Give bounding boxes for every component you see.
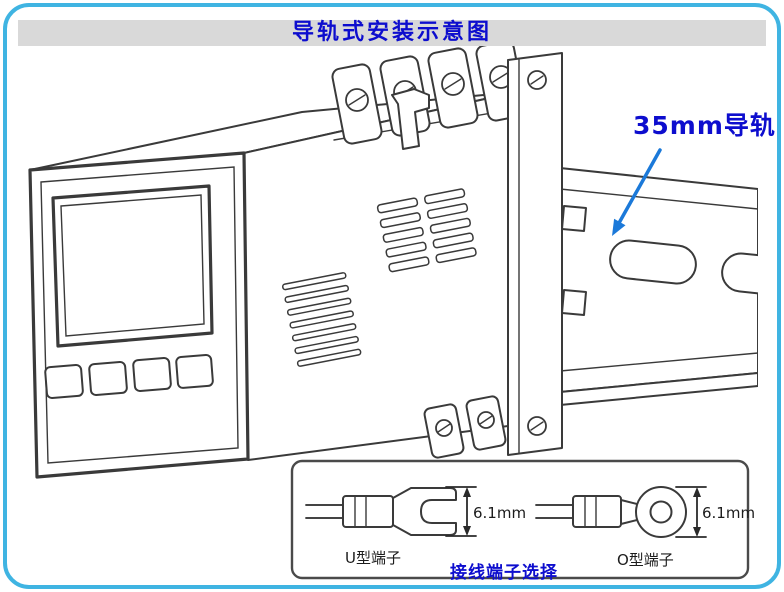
terminal-selection-box [290, 459, 750, 580]
u-terminal-dimension: 6.1mm [473, 504, 527, 522]
terminal-caption: 接线端子选择 [450, 563, 558, 583]
din-release-clip [391, 88, 430, 150]
device-button-2 [88, 361, 128, 396]
o-dimension-arrow [675, 486, 707, 538]
rear-plate [507, 52, 563, 456]
din-rail [559, 167, 758, 406]
bottom-terminals [423, 395, 507, 459]
vent-grid [376, 188, 477, 273]
rail-pointer-arrow [612, 148, 662, 236]
vent-louvers [281, 272, 362, 367]
o-terminal-dimension: 6.1mm [702, 504, 756, 522]
rail-slot-1 [609, 239, 697, 285]
title-bar: 导轨式安装示意图 [18, 20, 766, 46]
device-button-1 [44, 364, 84, 399]
device-display [51, 184, 214, 348]
device-button-3 [132, 357, 172, 392]
u-dimension-arrow [445, 486, 477, 537]
rail-notch-2 [561, 289, 587, 316]
device-button-4 [175, 354, 214, 389]
o-terminal-drawing [535, 486, 687, 538]
rail-notch-1 [561, 205, 587, 232]
device-front-panel [28, 151, 250, 479]
rail-slot-2 [721, 252, 758, 298]
u-terminal-drawing [305, 487, 457, 536]
u-terminal-label: U型端子 [345, 549, 401, 567]
o-terminal-label: O型端子 [617, 551, 674, 569]
rail-label: 35mm导轨 [633, 111, 776, 140]
page-title: 导轨式安装示意图 [291, 20, 492, 45]
